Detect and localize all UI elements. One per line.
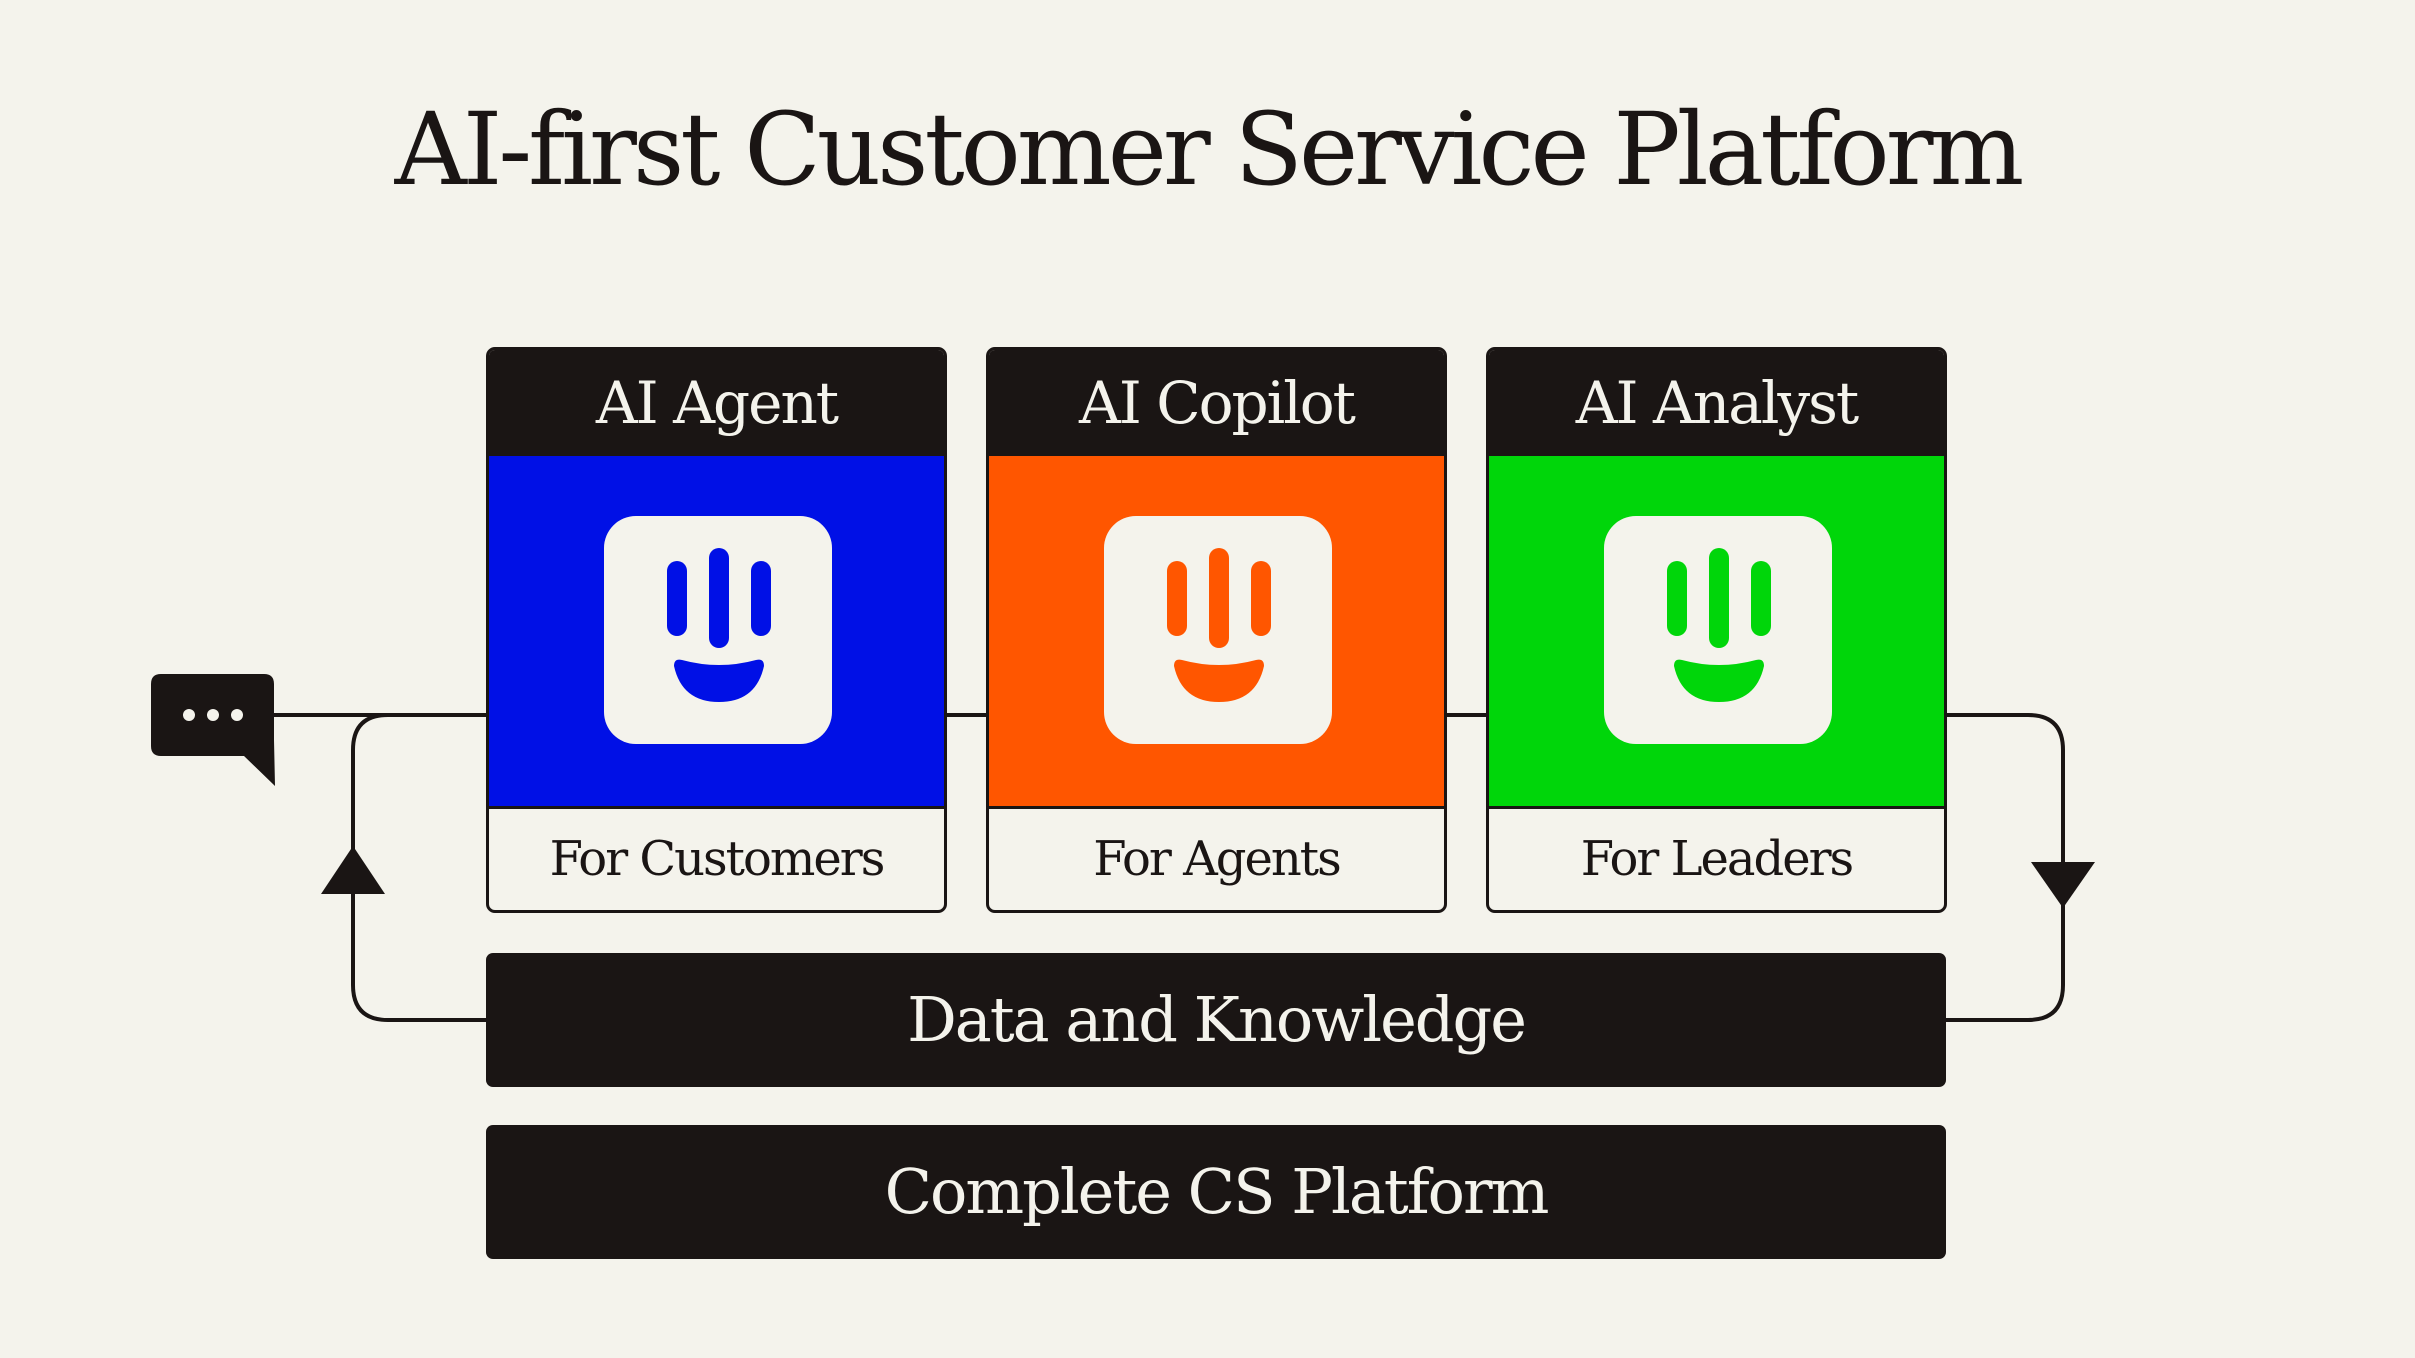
card-ai-analyst[interactable]: AI Analyst For Leaders	[1486, 347, 1947, 913]
left-loop-line	[351, 713, 488, 1022]
card-footer: For Leaders	[1489, 806, 1944, 910]
fin-face-icon	[1604, 516, 1832, 744]
card-color-panel	[489, 456, 944, 806]
card-ai-copilot[interactable]: AI Copilot For Agents	[986, 347, 1447, 913]
card-color-panel	[1489, 456, 1944, 806]
arrow-down-icon	[2031, 862, 2095, 908]
data-knowledge-bar: Data and Knowledge	[486, 953, 1946, 1087]
arrow-up-icon	[321, 846, 385, 894]
fin-face-icon	[1104, 516, 1332, 744]
card-header: AI Analyst	[1489, 350, 1944, 456]
page-title: AI-first Customer Service Platform	[394, 91, 2025, 208]
fin-face-icon	[604, 516, 832, 744]
card-header: AI Copilot	[989, 350, 1444, 456]
card-color-panel	[989, 456, 1444, 806]
card-header: AI Agent	[489, 350, 944, 456]
card-ai-agent[interactable]: AI Agent For Customers	[486, 347, 947, 913]
card-footer: For Agents	[989, 806, 1444, 910]
complete-cs-platform-bar: Complete CS Platform	[486, 1125, 1946, 1259]
chat-bubble-icon	[151, 674, 275, 786]
card-footer: For Customers	[489, 806, 944, 910]
